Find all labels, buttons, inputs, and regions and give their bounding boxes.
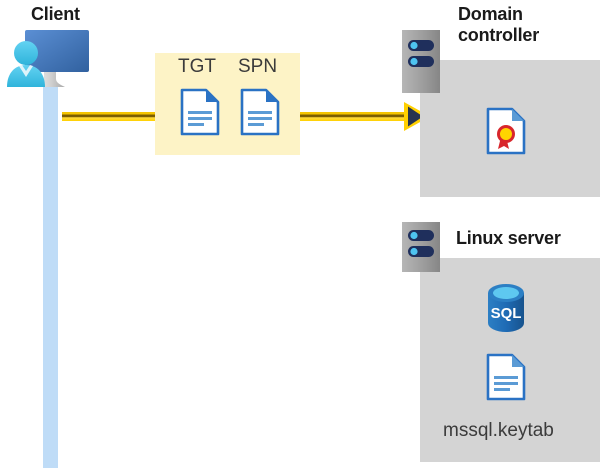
domain-controller-server-rack-icon [402, 30, 440, 93]
spn-document-icon [240, 88, 280, 136]
linux-server-server-rack-icon [402, 222, 440, 285]
tgt-document-icon [180, 88, 220, 136]
sql-database-icon: SQL [484, 283, 528, 333]
arrow-head-icon [404, 102, 430, 131]
certificate-document-icon [486, 107, 526, 155]
spn-label: SPN [238, 56, 278, 77]
client-lifeline [43, 86, 58, 468]
client-title: Client [31, 4, 80, 24]
domain-controller-title: Domain controller [458, 4, 540, 45]
tgt-label: TGT [178, 56, 216, 77]
client-computer-icon [4, 27, 96, 93]
sql-icon-text: SQL [491, 305, 522, 322]
keytab-file-label: mssql.keytab [443, 420, 554, 441]
keytab-document-icon [486, 353, 526, 401]
linux-server-title: Linux server [456, 228, 561, 248]
arrow-line-left [62, 112, 155, 121]
arrow-line-right [300, 112, 410, 121]
